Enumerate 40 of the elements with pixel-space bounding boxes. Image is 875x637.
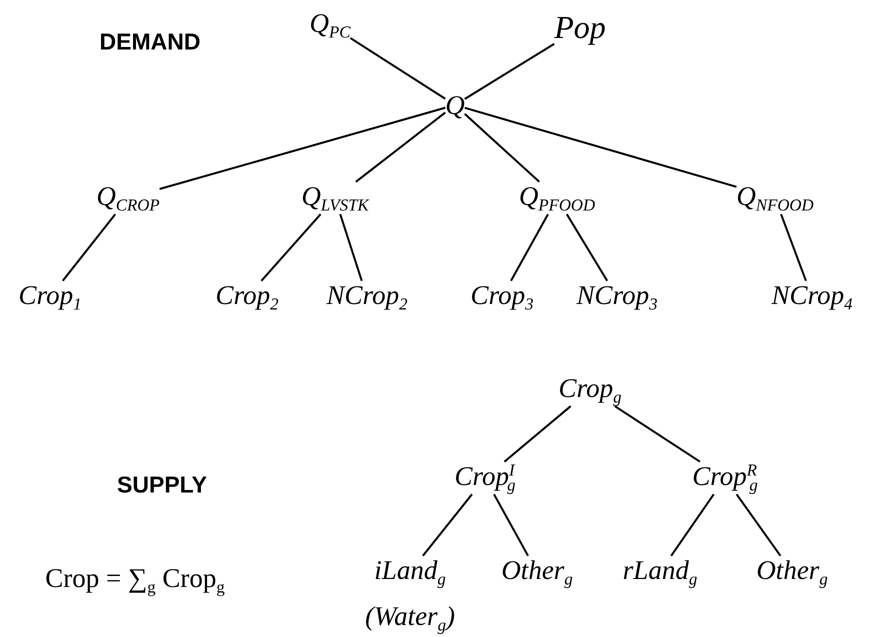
connector-line xyxy=(62,214,116,282)
connector-line xyxy=(493,494,529,556)
section-heading: SUPPLY xyxy=(117,472,207,498)
connector-line xyxy=(566,214,608,282)
connector-line xyxy=(464,43,555,100)
connector-line xyxy=(780,214,807,282)
math-term: rLand$_{g}$ xyxy=(622,556,698,588)
math-term: Crop$_{1}$ xyxy=(18,280,82,314)
math-term: Q$_{LVSTK}$ xyxy=(301,182,369,214)
math-term: Q$_{NFOOD}$ xyxy=(736,182,814,214)
math-term: Q$_{PC}$ xyxy=(310,8,350,42)
math-term: NCrop$_{2}$ xyxy=(326,280,408,314)
connector-line xyxy=(159,106,446,190)
math-term: NCrop$_{4}$ xyxy=(772,280,852,314)
connector-line xyxy=(504,405,572,462)
connector-line xyxy=(355,112,446,183)
math-term: Other$_{g}$ xyxy=(756,556,828,588)
math-term: iLand$_{g}$ xyxy=(374,556,446,588)
math-term-note: (Water$_{g}$) xyxy=(365,602,455,634)
math-term: Q$_{CROP}$ xyxy=(96,182,160,214)
connector-line xyxy=(260,214,322,282)
connector-line xyxy=(464,106,737,188)
connector-line xyxy=(614,405,701,463)
math-term: Pop xyxy=(554,11,606,45)
formula: Crop = ∑$_{g}$ Crop$_{g}$ xyxy=(45,564,225,596)
connector-line xyxy=(464,113,540,183)
math-term: Q$_{PFOOD}$ xyxy=(518,182,596,214)
section-heading: DEMAND xyxy=(100,28,200,56)
math-term: Crop$_{3}$ xyxy=(470,280,534,314)
math-term: NCrop$_{3}$ xyxy=(576,280,658,314)
connector-line xyxy=(510,214,549,282)
connector-line xyxy=(339,214,363,282)
math-term: Q xyxy=(445,90,465,120)
connector-line xyxy=(736,494,782,556)
connector-line xyxy=(422,494,473,556)
math-term: Crop$_{g}$ xyxy=(558,374,622,406)
math-term: Crop$_{2}$ xyxy=(216,280,278,314)
math-term: Other$_{g}$ xyxy=(501,556,573,588)
connector-line xyxy=(670,494,715,556)
connector-line xyxy=(350,37,446,100)
